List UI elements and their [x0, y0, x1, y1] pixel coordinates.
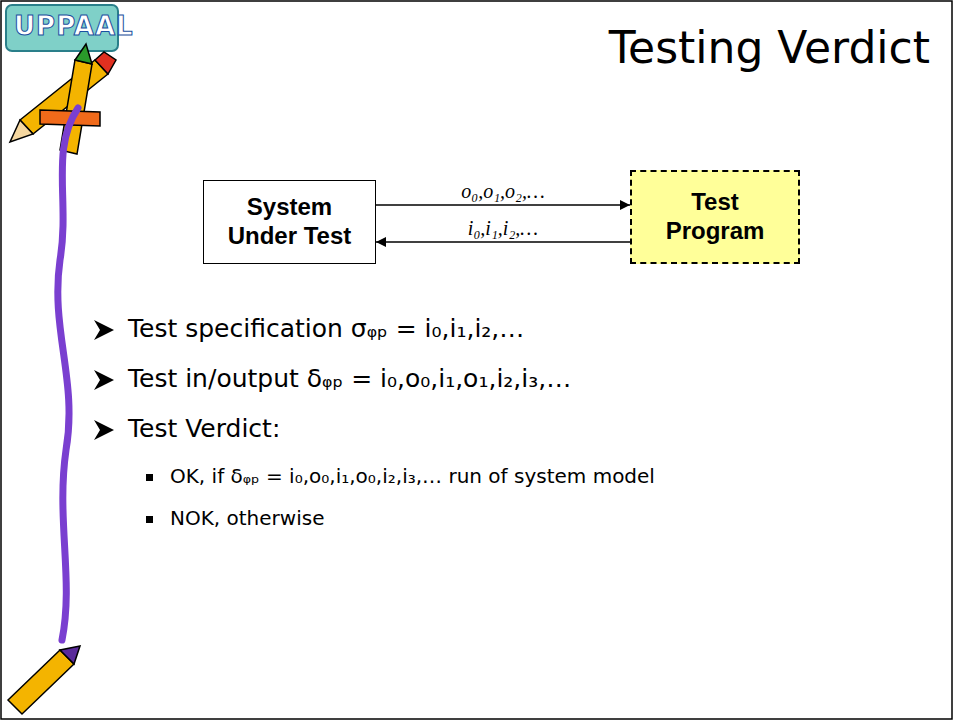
- bullet-text: Test specification σᵩₚ = i₀,i₁,i₂,…: [128, 314, 524, 343]
- slide-title: Testing Verdict: [609, 22, 930, 73]
- bullet-text: Test in/output δᵩₚ = i₀,o₀,i₁,o₁,i₂,i₃,…: [128, 364, 571, 393]
- bullet-squares: [146, 474, 153, 523]
- decorative-wave: [58, 108, 78, 640]
- signal-arrow: [376, 241, 630, 243]
- box-label: System Under Test: [204, 189, 375, 255]
- sub-bullet-text: NOK, otherwise: [170, 506, 324, 530]
- signal-label: o₀,o₁,o₂,…: [458, 180, 548, 203]
- program-box: Test Program: [630, 170, 800, 264]
- pencil-clipart: [8, 646, 80, 714]
- system-box: System Under Test: [203, 180, 376, 264]
- logo-text: UPPAAL: [14, 11, 134, 41]
- sub-bullet-text: OK, if δᵩₚ = i₀,o₀,i₁,o₀,i₂,i₃,… run of …: [170, 464, 655, 488]
- bullet-arrows: [94, 320, 114, 440]
- box-label: Test Program: [632, 184, 798, 250]
- signal-label: i₀,i₁,i₂,…: [465, 217, 541, 240]
- signal-arrow: [376, 204, 630, 206]
- bullet-text: Test Verdict:: [128, 414, 280, 443]
